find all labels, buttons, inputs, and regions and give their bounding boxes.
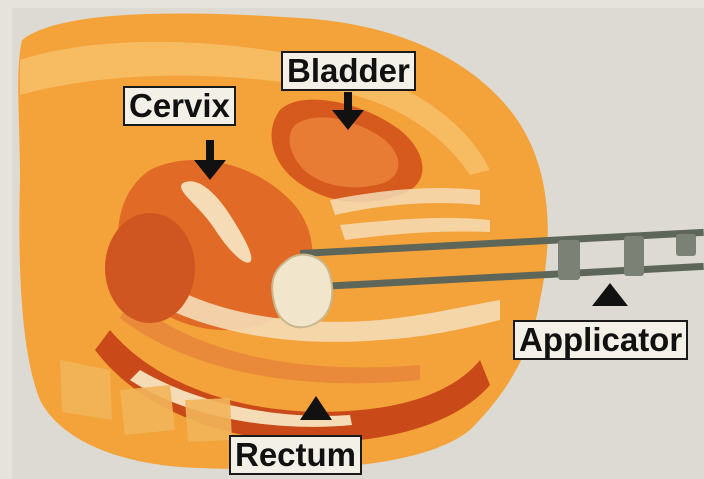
applicator-clamp-1 (558, 240, 580, 280)
arrow-applicator (592, 283, 628, 306)
applicator-clamp-3 (676, 234, 696, 256)
applicator-ovoid (272, 255, 332, 328)
label-cervix: Cervix (123, 86, 236, 126)
label-bladder: Bladder (281, 51, 416, 91)
left-tissue-mass (105, 213, 195, 323)
applicator-clamp-2 (624, 236, 644, 276)
label-applicator: Applicator (513, 320, 688, 360)
label-rectum: Rectum (229, 435, 362, 475)
